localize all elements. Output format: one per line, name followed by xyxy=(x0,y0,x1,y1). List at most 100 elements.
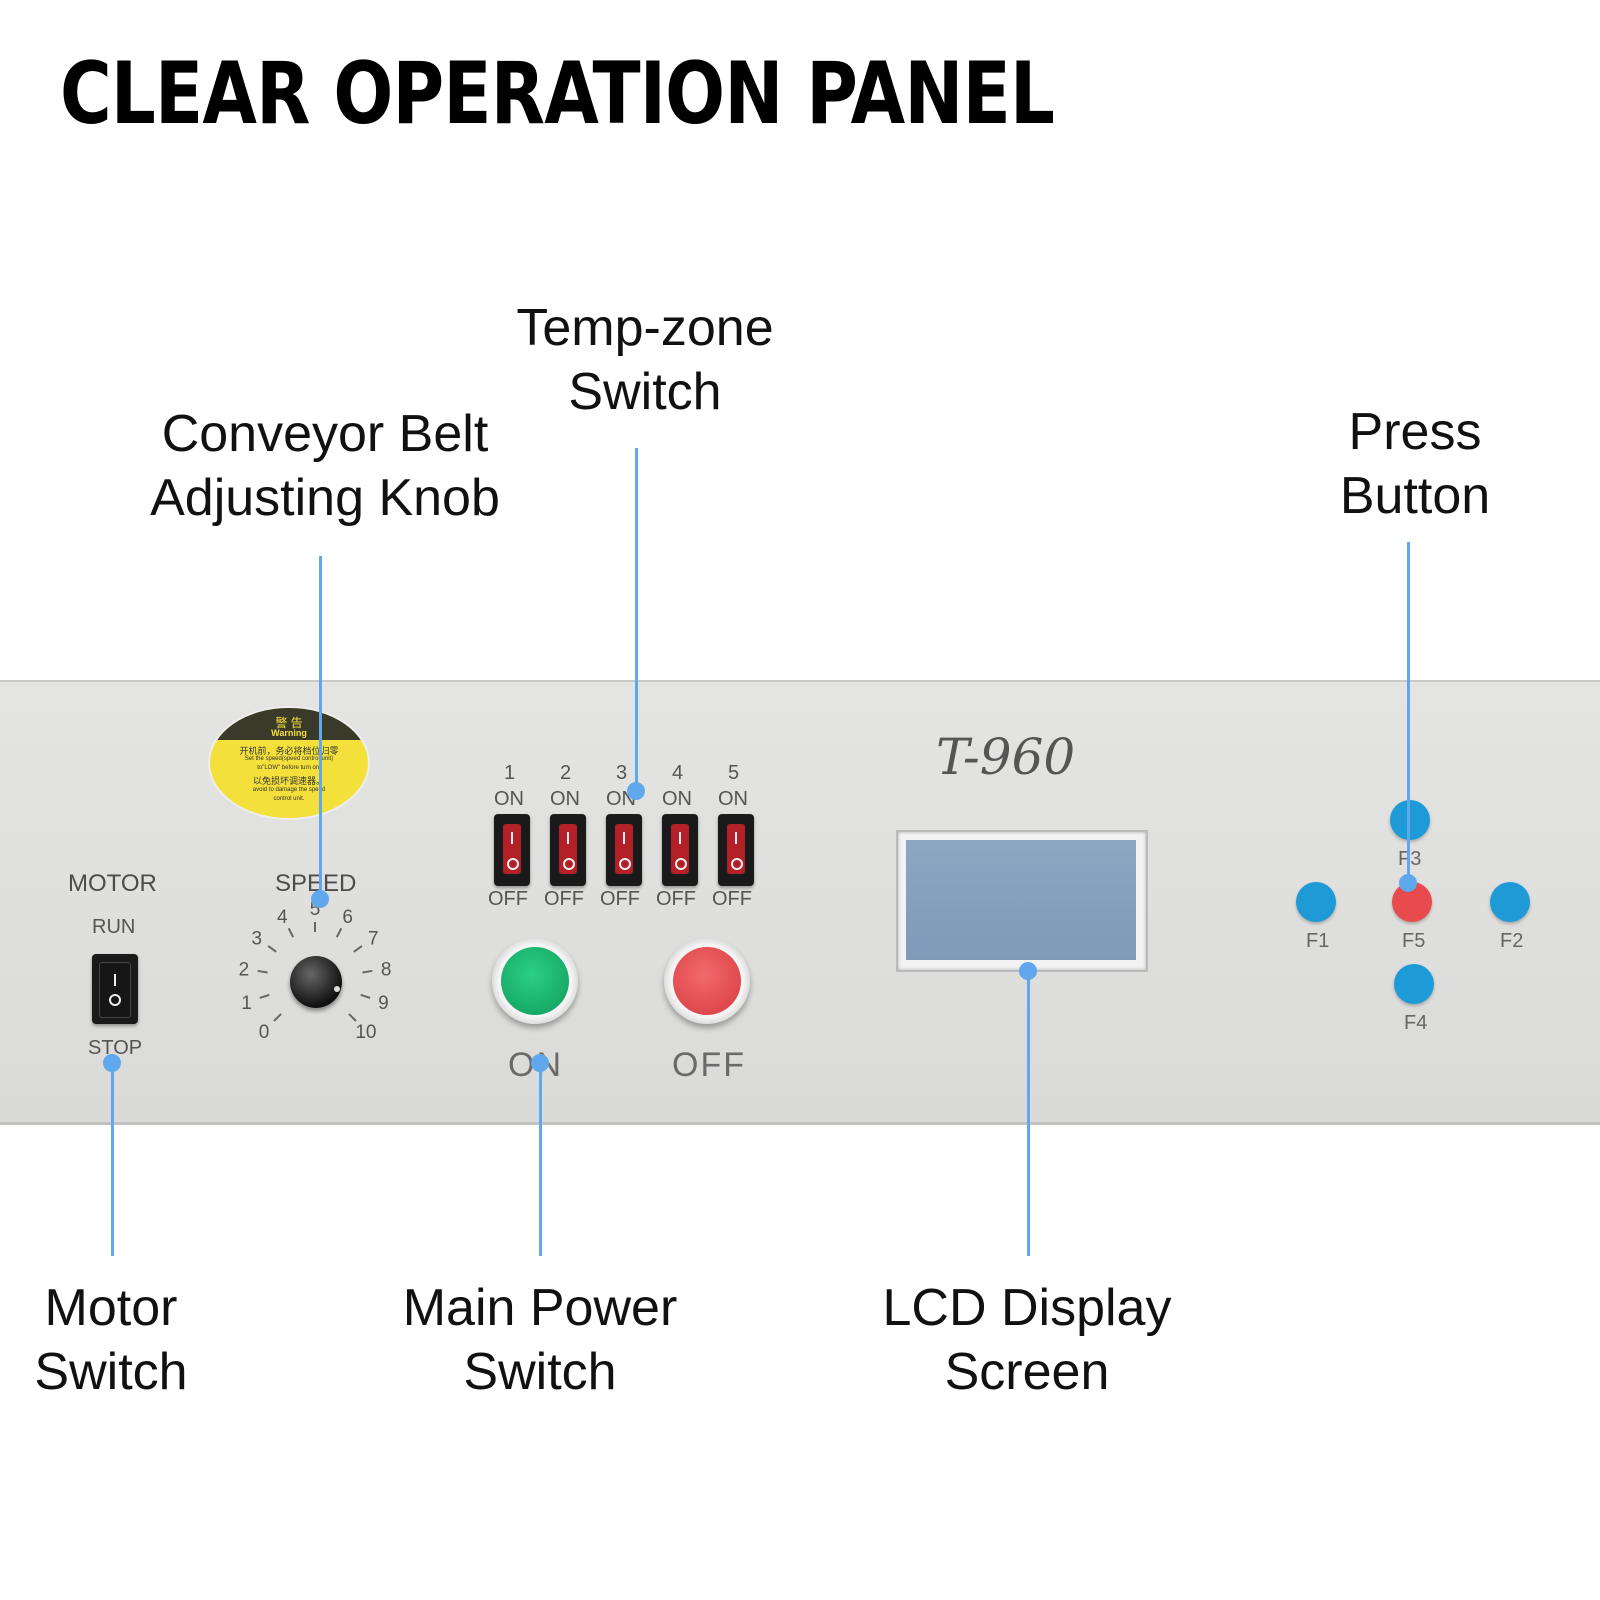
temp-zone-callout: Temp-zone Switch xyxy=(490,296,800,424)
dial-tick xyxy=(273,1013,282,1022)
zone-4-rocker-switch[interactable] xyxy=(662,814,698,886)
zone-number-label: 3 xyxy=(616,762,628,784)
zone-5-rocker-switch[interactable] xyxy=(718,814,754,886)
zone-number-label: 1 xyxy=(504,762,516,784)
dial-tick xyxy=(287,927,295,938)
dial-tick-label: 7 xyxy=(368,929,379,950)
warning-line-2: Set the speed(speed control unit) xyxy=(244,756,334,762)
motor-leader-line xyxy=(111,1062,114,1256)
zone-on-label: ON xyxy=(494,788,524,810)
zone-number-label: 5 xyxy=(728,762,740,784)
power-off-label: OFF xyxy=(672,1046,746,1084)
f2-label: F2 xyxy=(1500,930,1524,952)
speed-knob[interactable] xyxy=(290,956,342,1008)
power-off-button[interactable] xyxy=(664,938,750,1024)
temp-zone-leader-line xyxy=(635,448,638,790)
dial-tick xyxy=(257,969,268,974)
dial-tick-label: 3 xyxy=(251,929,262,950)
motor-label: MOTOR xyxy=(68,870,157,897)
warning-line-1: 开机前，务必将档位归零 xyxy=(239,746,339,756)
lcd-frame xyxy=(896,830,1148,972)
motor-callout-line-1: Motor xyxy=(44,1279,178,1337)
warning-sticker: 警 告 Warning 开机前，务必将档位归零 Set the speed(sp… xyxy=(208,706,370,820)
conveyor-callout-line-1: Conveyor Belt xyxy=(161,405,489,463)
motor-run-label: RUN xyxy=(92,916,136,938)
motor-stop-label: STOP xyxy=(88,1037,143,1059)
main-power-callout: Main Power Switch xyxy=(380,1276,700,1404)
zone-on-label: ON xyxy=(550,788,580,810)
zone-off-label: OFF xyxy=(488,888,528,910)
temp-zone-leader-dot xyxy=(627,782,645,800)
dial-tick-label: 4 xyxy=(277,907,288,928)
zone-number-label: 4 xyxy=(672,762,684,784)
main-power-callout-line-1: Main Power xyxy=(402,1279,678,1337)
f5-label: F5 xyxy=(1402,930,1426,952)
dial-tick-label: 5 xyxy=(310,900,321,920)
f1-label: F1 xyxy=(1306,930,1330,952)
zone-off-label: OFF xyxy=(544,888,584,910)
dial-tick-label: 0 xyxy=(259,1022,270,1043)
zone-3-rocker-switch[interactable] xyxy=(606,814,642,886)
conveyor-callout-line-2: Adjusting Knob xyxy=(150,469,500,527)
conveyor-callout: Conveyor Belt Adjusting Knob xyxy=(130,402,520,530)
lcd-screen xyxy=(906,840,1136,960)
zone-on-label: ON xyxy=(718,788,748,810)
motor-callout: Motor Switch xyxy=(0,1276,222,1404)
warning-line-5: avoid to damage the speed xyxy=(252,787,326,793)
lcd-leader-line xyxy=(1027,968,1030,1256)
warning-title-en: Warning xyxy=(271,728,307,738)
power-leader-line xyxy=(539,1062,542,1256)
model-name: T-960 xyxy=(936,728,1076,786)
zone-off-label: OFF xyxy=(656,888,696,910)
press-leader-dot xyxy=(1399,874,1417,892)
lcd-callout: LCD Display Screen xyxy=(860,1276,1194,1404)
press-callout: Press Button xyxy=(1290,400,1540,528)
zone-number-label: 2 xyxy=(560,762,572,784)
dial-tick-label: 9 xyxy=(378,993,389,1014)
page-title: CLEAR OPERATION PANEL xyxy=(60,44,1055,144)
f1-button[interactable] xyxy=(1296,882,1336,922)
dial-tick-label: 2 xyxy=(239,960,250,981)
dial-tick xyxy=(353,945,363,953)
lcd-leader-dot xyxy=(1019,962,1037,980)
dial-tick-label: 6 xyxy=(342,907,353,928)
dial-tick xyxy=(267,945,277,953)
f4-button[interactable] xyxy=(1394,964,1434,1004)
dial-tick xyxy=(362,969,373,974)
dial-tick-label: 10 xyxy=(355,1022,376,1043)
temp-zone-callout-line-2: Switch xyxy=(568,363,722,421)
power-on-button[interactable] xyxy=(492,938,578,1024)
warning-line-6: control unit. xyxy=(273,796,305,802)
dial-tick-label: 1 xyxy=(241,993,252,1014)
press-callout-line-1: Press xyxy=(1348,403,1482,461)
dial-tick xyxy=(259,993,270,999)
dial-tick-label: 8 xyxy=(381,960,392,981)
dial-tick xyxy=(360,993,371,999)
press-callout-line-2: Button xyxy=(1339,467,1491,525)
f2-button[interactable] xyxy=(1490,882,1530,922)
lcd-callout-line-2: Screen xyxy=(944,1343,1110,1401)
lcd-callout-line-1: LCD Display xyxy=(882,1279,1172,1337)
zone-2-rocker-switch[interactable] xyxy=(550,814,586,886)
conveyor-leader-dot xyxy=(311,890,329,908)
f3-button[interactable] xyxy=(1390,800,1430,840)
press-leader-line xyxy=(1407,542,1410,884)
zone-off-label: OFF xyxy=(600,888,640,910)
zone-on-label: ON xyxy=(662,788,692,810)
zone-off-label: OFF xyxy=(712,888,752,910)
speed-dial-scale: 01 234 5 678 910 xyxy=(239,900,392,1043)
warning-line-4: 以免损坏调速器。 xyxy=(252,776,325,786)
warning-title-cn: 警 告 xyxy=(275,716,303,730)
zone-1-rocker-switch[interactable] xyxy=(494,814,530,886)
motor-leader-dot xyxy=(103,1054,121,1072)
temp-zone-callout-line-1: Temp-zone xyxy=(516,299,774,357)
motor-rocker-switch[interactable] xyxy=(92,954,138,1024)
dial-tick xyxy=(335,927,343,938)
main-power-callout-line-2: Switch xyxy=(463,1343,617,1401)
power-leader-dot xyxy=(531,1054,549,1072)
conveyor-leader-line xyxy=(319,556,322,896)
dial-tick xyxy=(348,1013,357,1022)
warning-line-3: to"LOW" before turn on, xyxy=(257,765,321,771)
motor-callout-line-2: Switch xyxy=(34,1343,188,1401)
f4-label: F4 xyxy=(1404,1012,1428,1034)
